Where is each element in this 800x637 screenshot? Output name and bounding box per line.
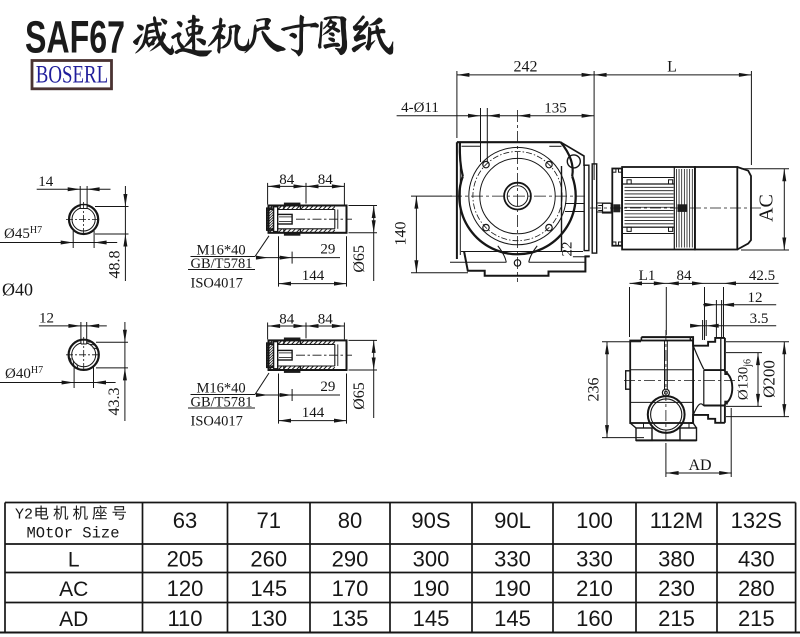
svg-text:144: 144 xyxy=(302,405,325,421)
svg-text:Ø65: Ø65 xyxy=(351,382,368,410)
svg-text:43.3: 43.3 xyxy=(106,388,123,416)
svg-text:ISO4017: ISO4017 xyxy=(191,414,243,430)
svg-text:160: 160 xyxy=(576,606,613,631)
svg-text:AD: AD xyxy=(688,457,711,474)
svg-text:GB/T5781: GB/T5781 xyxy=(191,256,253,272)
svg-text:80: 80 xyxy=(338,508,362,533)
svg-text:L1: L1 xyxy=(639,268,656,284)
svg-text:4-Ø11: 4-Ø11 xyxy=(401,100,439,116)
svg-text:430: 430 xyxy=(738,547,775,572)
svg-text:Ø40H7: Ø40H7 xyxy=(5,365,43,382)
svg-text:Ø45H7: Ø45H7 xyxy=(4,225,42,242)
svg-text:330: 330 xyxy=(494,547,531,572)
svg-text:330: 330 xyxy=(576,547,613,572)
svg-text:48.8: 48.8 xyxy=(107,251,124,279)
svg-text:12: 12 xyxy=(748,290,763,306)
svg-text:42.5: 42.5 xyxy=(749,268,775,284)
svg-text:236: 236 xyxy=(586,378,603,402)
svg-text:140: 140 xyxy=(393,222,410,246)
svg-text:63: 63 xyxy=(173,508,197,533)
svg-text:AC: AC xyxy=(59,578,88,601)
svg-text:145: 145 xyxy=(494,606,531,631)
svg-text:215: 215 xyxy=(658,606,695,631)
svg-text:Ø65: Ø65 xyxy=(351,245,368,273)
svg-text:12: 12 xyxy=(39,311,54,327)
svg-text:84: 84 xyxy=(279,172,295,188)
svg-text:Ø40: Ø40 xyxy=(2,280,33,300)
svg-text:190: 190 xyxy=(413,576,450,601)
svg-text:135: 135 xyxy=(544,101,567,117)
svg-text:90L: 90L xyxy=(494,508,531,533)
svg-text:SAF67: SAF67 xyxy=(25,12,125,63)
svg-text:170: 170 xyxy=(332,576,369,601)
svg-text:100: 100 xyxy=(576,508,613,533)
svg-text:BOSERL: BOSERL xyxy=(36,59,108,88)
svg-text:132S: 132S xyxy=(731,508,782,533)
svg-text:260: 260 xyxy=(250,547,287,572)
svg-text:242: 242 xyxy=(514,59,538,76)
svg-text:M16*40: M16*40 xyxy=(197,381,246,397)
svg-text:GB/T5781: GB/T5781 xyxy=(191,395,253,411)
svg-text:84: 84 xyxy=(318,172,334,188)
svg-text:144: 144 xyxy=(302,268,325,284)
svg-text:190: 190 xyxy=(494,576,531,601)
svg-text:90S: 90S xyxy=(411,508,450,533)
svg-text:22: 22 xyxy=(560,242,576,257)
svg-text:M16*40: M16*40 xyxy=(197,243,246,259)
svg-text:L: L xyxy=(68,549,80,572)
svg-text:Ø130j6: Ø130j6 xyxy=(736,359,754,400)
svg-text:84: 84 xyxy=(677,268,693,284)
svg-text:84: 84 xyxy=(279,312,295,328)
svg-text:120: 120 xyxy=(167,576,204,601)
svg-text:29: 29 xyxy=(320,379,335,395)
svg-text:3.5: 3.5 xyxy=(750,311,769,327)
svg-text:380: 380 xyxy=(658,547,695,572)
svg-text:145: 145 xyxy=(250,576,287,601)
svg-text:130: 130 xyxy=(250,606,287,631)
svg-text:230: 230 xyxy=(658,576,695,601)
svg-text:145: 145 xyxy=(413,606,450,631)
svg-text:205: 205 xyxy=(167,547,204,572)
svg-text:14: 14 xyxy=(38,174,54,190)
svg-text:290: 290 xyxy=(332,547,369,572)
svg-text:84: 84 xyxy=(318,312,334,328)
svg-text:71: 71 xyxy=(257,508,281,533)
svg-text:210: 210 xyxy=(576,576,613,601)
svg-text:300: 300 xyxy=(413,547,450,572)
svg-text:280: 280 xyxy=(738,576,775,601)
svg-text:Ø200: Ø200 xyxy=(760,360,779,398)
svg-text:L: L xyxy=(667,59,677,76)
svg-text:29: 29 xyxy=(320,242,335,258)
svg-text:ISO4017: ISO4017 xyxy=(191,276,243,292)
svg-text:215: 215 xyxy=(738,606,775,631)
svg-text:MOtOr Size: MOtOr Size xyxy=(26,525,119,543)
svg-text:112M: 112M xyxy=(650,508,703,533)
svg-text:Y2: Y2 xyxy=(15,507,33,524)
svg-text:110: 110 xyxy=(167,606,202,631)
svg-text:135: 135 xyxy=(332,606,369,631)
svg-text:AC: AC xyxy=(756,194,778,222)
svg-text:AD: AD xyxy=(59,608,88,631)
